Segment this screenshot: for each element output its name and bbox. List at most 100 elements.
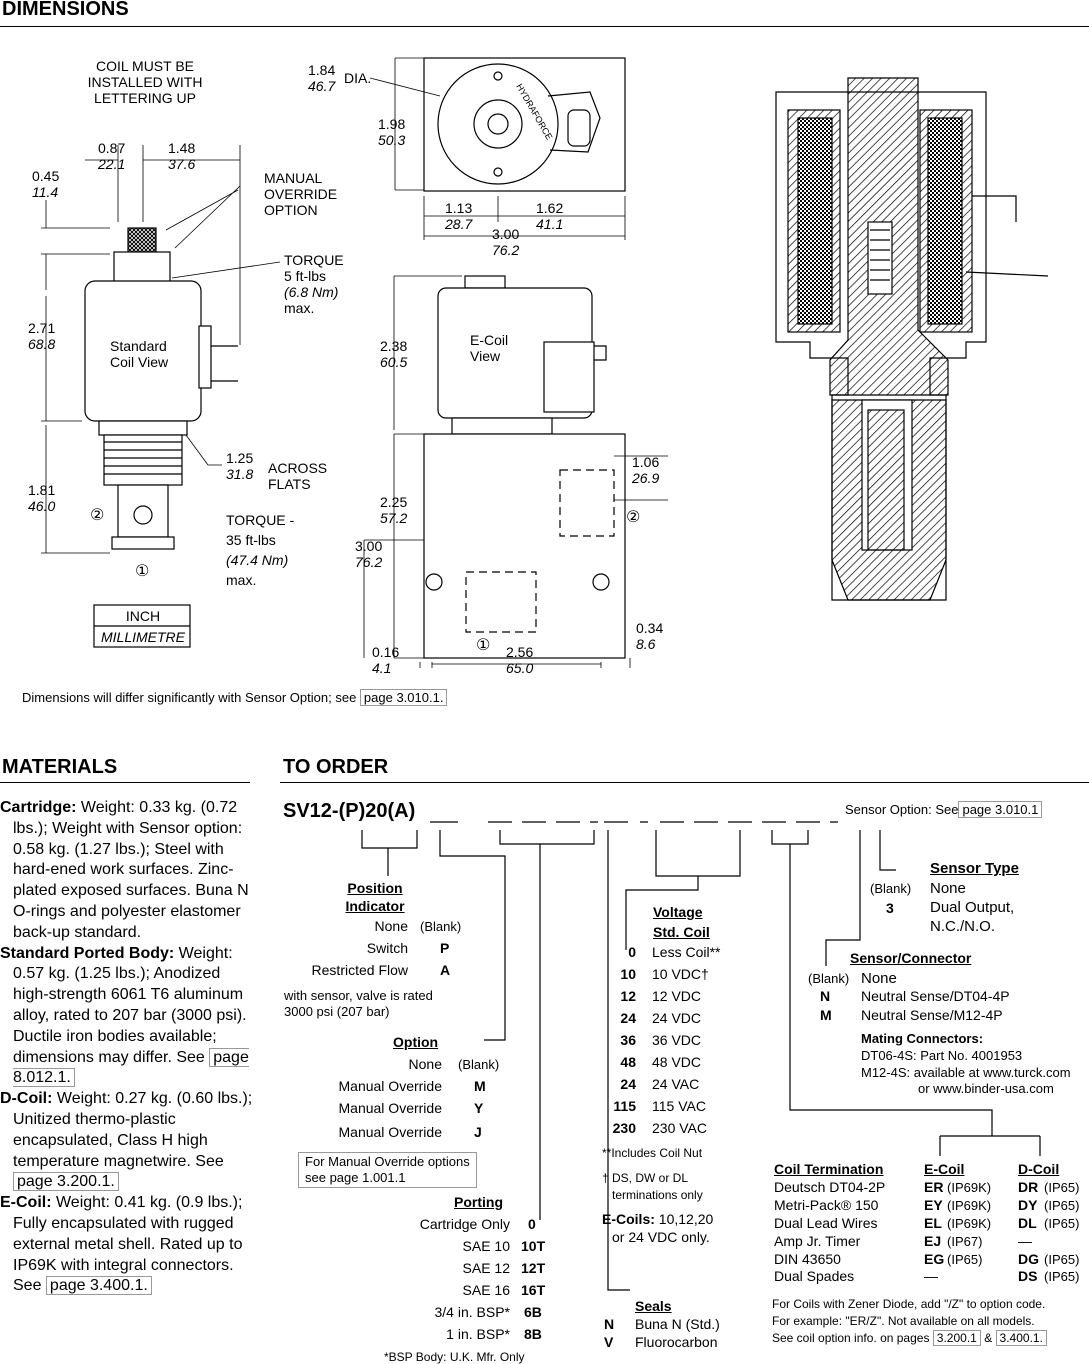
ecoil-code: EJ: [924, 1233, 942, 1249]
dcoil-rating: (IP65): [1044, 1216, 1080, 1231]
ecoil-rating: (IP69K): [947, 1216, 992, 1231]
sensor-type-none: None: [930, 880, 966, 897]
divider: [280, 782, 1089, 783]
sensor-type-dual: Dual Output,: [930, 899, 1015, 916]
unit-millimetre: MILLIMETRE: [100, 629, 185, 645]
port-1-marker: ①: [135, 563, 150, 580]
position-switch: Switch: [366, 940, 408, 956]
sensor-option-link[interactable]: page 3.010.1: [958, 801, 1043, 818]
dcoil-code: DG: [1018, 1251, 1039, 1267]
dcoil-rating: (IP65): [1044, 1252, 1080, 1267]
torque-35-label: TORQUE -35 ft-lbs(47.4 Nm)max.: [226, 512, 295, 588]
sensor-type-3: 3: [886, 900, 894, 916]
dcoil-rating: (IP65): [1044, 1269, 1080, 1284]
seal-n-label: Buna N (Std.): [635, 1316, 720, 1332]
seal-n-code: N: [604, 1316, 615, 1332]
seals-title: Seals: [635, 1298, 672, 1314]
materials-title: MATERIALS: [2, 756, 118, 778]
voltage-label: 24 VAC: [652, 1076, 700, 1092]
termination-name: Dual Spades: [774, 1268, 855, 1284]
sensor-type-blank: (Blank): [870, 881, 912, 896]
mating-title: Mating Connectors:: [861, 1031, 984, 1046]
coil-page-link-2[interactable]: 3.400.1.: [995, 1330, 1047, 1346]
option-y-code: Y: [474, 1100, 484, 1116]
porting-16-code: 16T: [521, 1282, 546, 1298]
porting-12-code: 12T: [521, 1260, 546, 1276]
ecoil-code: ER: [924, 1179, 944, 1195]
body-page-link[interactable]: page 8.012.1.: [13, 1047, 249, 1088]
dimensions-title: DIMENSIONS: [2, 0, 129, 20]
dia-label: DIA.: [344, 70, 372, 86]
ecoil-page-link[interactable]: page 3.400.1.: [45, 1276, 152, 1296]
porting-6b-code: 6B: [524, 1304, 542, 1320]
divider: [0, 26, 1089, 27]
order-title: TO ORDER: [283, 756, 389, 778]
voltage-code: 48: [620, 1054, 636, 1070]
porting-8b: 1 in. BSP*: [446, 1326, 510, 1342]
order-code: SV12-(P)20(A): [283, 800, 416, 822]
dcoil-code: DY: [1018, 1197, 1038, 1213]
termination-name: Dual Lead Wires: [774, 1215, 878, 1231]
coil-page-link-1[interactable]: 3.200.1: [932, 1330, 981, 1346]
port-2-marker: ②: [90, 507, 105, 524]
porting-12: SAE 12: [462, 1260, 510, 1276]
cross-section-drawing: [775, 77, 1049, 601]
sensor-option-page-link[interactable]: page 3.010.1.: [359, 689, 448, 706]
porting-6b: 3/4 in. BSP*: [434, 1304, 511, 1320]
seal-v-label: Fluorocarbon: [635, 1334, 718, 1350]
voltage-code: 230: [612, 1120, 636, 1136]
position-none: None: [374, 918, 408, 934]
porting-title: Porting: [454, 1194, 503, 1210]
ecoil-code: EY: [924, 1197, 943, 1213]
body-port-1-marker: ①: [476, 637, 491, 654]
voltage-label: 36 VDC: [652, 1032, 702, 1048]
dcoil-page-link[interactable]: page 3.200.1.: [13, 1172, 119, 1192]
voltage-code: 115: [613, 1098, 636, 1114]
termination-name: DIN 43650: [774, 1251, 841, 1267]
ecoil-rating: (IP69K): [947, 1198, 992, 1213]
voltage-label: 230 VAC: [652, 1120, 707, 1136]
coil-termination-title: Coil Termination: [774, 1161, 884, 1177]
body-port-2-marker: ②: [626, 509, 641, 526]
sensor-connector-blank: (Blank): [808, 971, 850, 986]
position-restricted: Restricted Flow: [311, 962, 408, 978]
porting-0: Cartridge Only: [419, 1216, 510, 1232]
voltage-code: 12: [620, 988, 636, 1004]
ecoil-rating: (IP69K): [947, 1180, 992, 1195]
sensor-type-title: Sensor Type: [930, 860, 1019, 877]
termination-name: Deutsch DT04-2P: [774, 1179, 886, 1195]
top-view-drawing: [369, 57, 626, 240]
dcoil-code: DR: [1018, 1179, 1039, 1195]
ecoil-rating: (IP67): [947, 1234, 983, 1249]
dcoil-code: DL: [1018, 1215, 1037, 1231]
option-m: Manual Override: [338, 1078, 443, 1094]
option-m-code: M: [474, 1078, 486, 1094]
sensor-connector-n: N: [820, 988, 831, 1004]
sensor-connector-none: None: [861, 970, 897, 987]
sensor-connector-title: Sensor/Connector: [850, 950, 972, 966]
ecoil-code: EG: [924, 1251, 945, 1267]
mating-dt06: DT06-4S: Part No. 4001953: [861, 1048, 1023, 1063]
voltage-code: 0: [628, 944, 636, 960]
zener-diode-note: For Coils with Zener Diode, add "/Z" to …: [772, 1297, 1047, 1346]
voltage-code: 24: [620, 1010, 636, 1026]
